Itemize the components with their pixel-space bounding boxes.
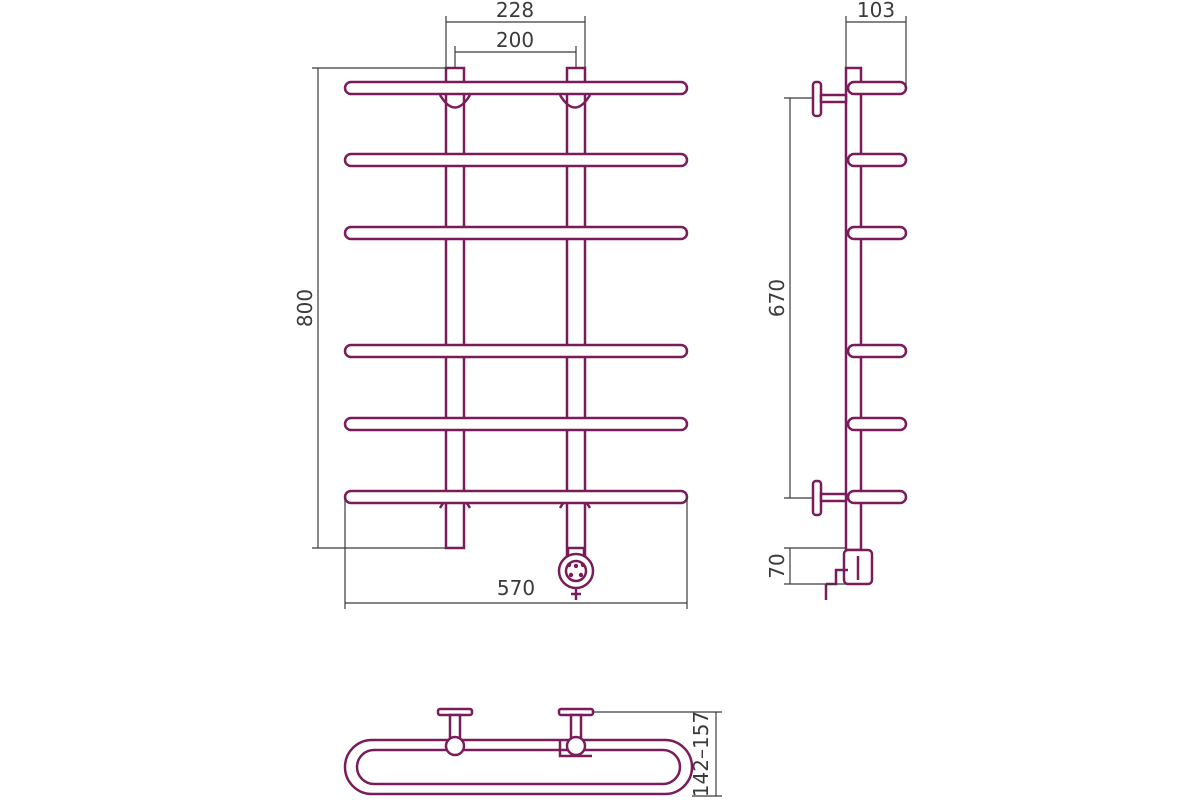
- top-loop-inner: [355, 748, 682, 786]
- side-rail-3: [846, 225, 908, 241]
- top-loop-outer: [343, 738, 694, 796]
- side-rail-4: [846, 343, 908, 359]
- front-view: 228 200 800 570: [293, 0, 689, 609]
- top-mount-left: [436, 707, 474, 757]
- side-dimension-lines: [784, 16, 907, 585]
- dimension-label-142-157: 142–157: [689, 711, 713, 797]
- side-rail-5: [846, 416, 908, 432]
- dimension-label-670: 670: [765, 279, 789, 317]
- dimension-label-228: 228: [496, 0, 534, 22]
- rail-1: [343, 80, 689, 96]
- rail-2: [343, 152, 689, 168]
- rail-6: [343, 489, 689, 505]
- rail-3: [343, 225, 689, 241]
- mount-flange-top-left: [438, 94, 472, 109]
- dimension-label-800: 800: [293, 289, 317, 327]
- dimension-label-70: 70: [765, 553, 789, 578]
- rail-5: [343, 416, 689, 432]
- dimension-label-103: 103: [857, 0, 895, 22]
- side-riser: [844, 66, 863, 552]
- side-rail-2: [846, 152, 908, 168]
- mount-flange-top-right: [558, 94, 592, 109]
- side-rail-6: [846, 489, 908, 505]
- top-dimension-lines: [593, 711, 722, 797]
- side-heater-icon: [824, 548, 874, 600]
- left-riser: [444, 66, 466, 550]
- side-mount-top: [811, 80, 848, 118]
- side-view: 103 670 70: [765, 0, 908, 600]
- heater-icon: [557, 546, 595, 600]
- top-view: 142–157: [343, 707, 722, 797]
- front-dimension-lines: [312, 16, 688, 609]
- top-mount-right: [557, 707, 595, 758]
- side-rail-1: [846, 80, 908, 96]
- rail-4: [343, 343, 689, 359]
- dimension-label-570: 570: [497, 576, 535, 600]
- dimension-label-200: 200: [496, 28, 534, 52]
- side-mount-bottom: [811, 479, 848, 517]
- right-riser: [565, 66, 587, 560]
